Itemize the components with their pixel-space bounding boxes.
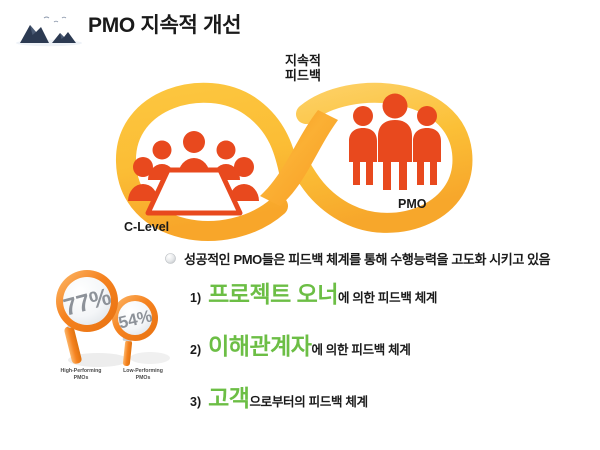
- three-people-icon: [349, 93, 441, 190]
- list-item-marker: 2): [190, 343, 202, 357]
- conference-table-people-icon: [128, 131, 259, 216]
- slide-header: PMO 지속적 개선: [0, 0, 600, 52]
- magnifier-icon: 77%: [56, 270, 118, 364]
- performance-stats-graphic: 54% 77% High-Performing PMOs Low-Perform…: [28, 268, 178, 396]
- list-item-tail: 으로부터의 피드백 체계: [249, 395, 368, 409]
- summary-bullet: 성공적인 PMO들은 피드백 체계를 통해 수행능력을 고도화 시키고 있음: [165, 249, 551, 268]
- list-item-highlight: 프로젝트 오너: [208, 281, 338, 307]
- list-item-marker: 1): [190, 291, 202, 305]
- list-item-tail: 에 의한 피드백 체계: [337, 291, 438, 305]
- loop-caption: 지속적 피드백: [285, 53, 321, 83]
- summary-bullet-text: 성공적인 PMO들은 피드백 체계를 통해 수행능력을 고도화 시키고 있음: [184, 252, 551, 267]
- list-item: 2) 이해관계자 에 의한 피드백 체계: [190, 335, 590, 387]
- list-item-highlight: 이해관계자: [208, 333, 312, 359]
- list-item-tail: 에 의한 피드백 체계: [311, 343, 411, 357]
- mountain-island-logo-icon: [16, 16, 82, 47]
- stat-caption-high-performing: High-Performing PMOs: [60, 368, 102, 381]
- page-title: PMO 지속적 개선: [88, 14, 242, 37]
- list-item-highlight: 고객: [208, 385, 250, 411]
- feedback-channel-list: 1) 프로젝트 오너 에 의한 피드백 체계 2) 이해관계자 에 의한 피드백…: [190, 283, 590, 439]
- infinity-loop-icon: [115, 82, 473, 241]
- stat-caption-low-performing: Low-Performing PMOs: [123, 368, 163, 381]
- list-item-marker: 3): [190, 395, 202, 409]
- magnifier-stats-icon: 54% 77%: [56, 270, 170, 367]
- magnifier-icon: 54%: [112, 295, 158, 367]
- list-item: 3) 고객 으로부터의 피드백 체계: [190, 387, 590, 439]
- diagram-label-pmo: PMO: [398, 197, 427, 211]
- diagram-label-c-level: C-Level: [124, 220, 170, 234]
- list-item: 1) 프로젝트 오너 에 의한 피드백 체계: [190, 283, 590, 335]
- continuous-feedback-diagram: 지속적 피드백 C-Level PMO: [110, 53, 490, 246]
- sphere-bullet-icon: [165, 253, 176, 264]
